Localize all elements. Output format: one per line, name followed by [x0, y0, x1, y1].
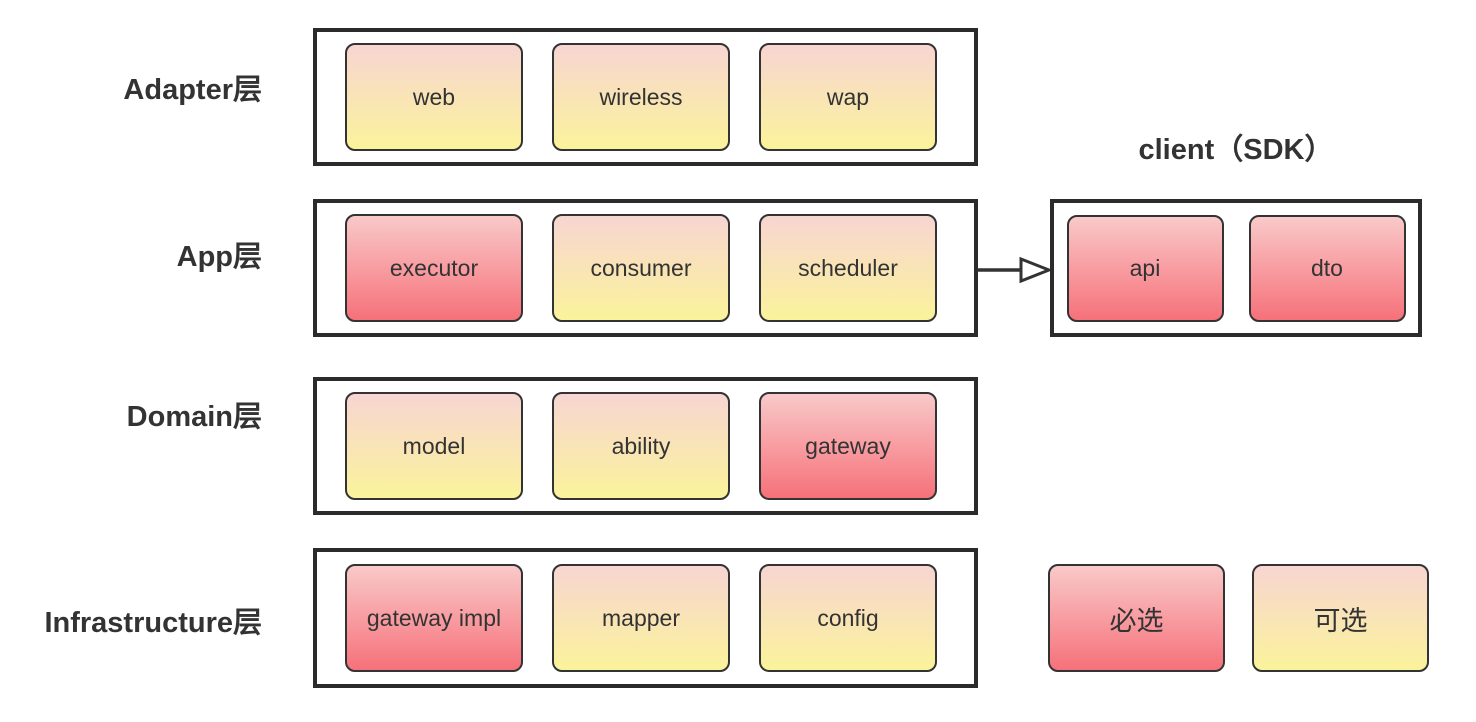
- arrow-app-to-client: [977, 256, 1053, 284]
- module-box-scheduler: scheduler: [759, 214, 937, 322]
- module-box-web: web: [345, 43, 523, 151]
- module-box-wap: wap: [759, 43, 937, 151]
- infrastructure-layer-container: gateway impl mapper config: [313, 548, 978, 688]
- legend-optional-box: 可选: [1252, 564, 1429, 672]
- module-box-wireless: wireless: [552, 43, 730, 151]
- layer-label-adapter: Adapter层: [123, 74, 262, 106]
- legend-required-box: 必选: [1048, 564, 1225, 672]
- module-box-gateway-impl: gateway impl: [345, 564, 523, 672]
- module-box-executor: executor: [345, 214, 523, 322]
- module-box-config: config: [759, 564, 937, 672]
- layer-label-domain: Domain层: [126, 401, 262, 433]
- domain-layer-container: model ability gateway: [313, 377, 978, 515]
- module-box-api: api: [1066, 214, 1224, 322]
- layer-label-app: App层: [176, 241, 262, 273]
- module-box-mapper: mapper: [552, 564, 730, 672]
- module-box-model: model: [345, 392, 523, 500]
- adapter-layer-container: web wireless wap: [313, 28, 978, 166]
- module-box-dto: dto: [1248, 214, 1406, 322]
- app-layer-container: executor consumer scheduler: [313, 199, 978, 337]
- layer-label-infrastructure: Infrastructure层: [44, 607, 262, 639]
- client-sdk-title: client（SDK）: [1138, 134, 1334, 166]
- client-sdk-container: api dto: [1050, 199, 1422, 337]
- module-box-ability: ability: [552, 392, 730, 500]
- arrowhead-icon: [1019, 256, 1053, 284]
- module-box-consumer: consumer: [552, 214, 730, 322]
- module-box-gateway: gateway: [759, 392, 937, 500]
